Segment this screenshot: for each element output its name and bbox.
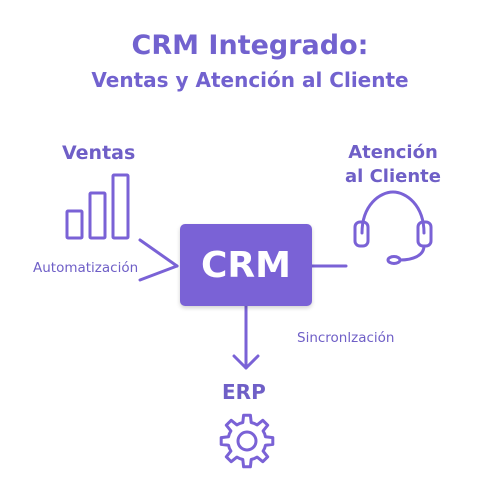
erp-label: ERP	[222, 380, 266, 404]
diagram-title: CRM Integrado:	[131, 30, 369, 61]
automatizacion-label: Automatización	[33, 260, 139, 276]
sincronizacion-arrow	[232, 304, 260, 370]
gear-icon	[219, 413, 275, 469]
automatizacion-arrow	[138, 238, 179, 282]
bar-chart-icon	[65, 173, 130, 240]
headset-icon	[353, 190, 433, 265]
atencion-label-line1: Atención	[348, 142, 438, 163]
sincronizacion-label: Sincronlzación	[297, 330, 395, 346]
crm-node-label: CRM	[201, 244, 291, 286]
crm-node: CRM	[180, 224, 312, 306]
atencion-label-line2: al Cliente	[345, 166, 441, 187]
diagram-subtitle: Ventas y Atención al Cliente	[91, 68, 409, 92]
ventas-label: Ventas	[62, 142, 136, 164]
